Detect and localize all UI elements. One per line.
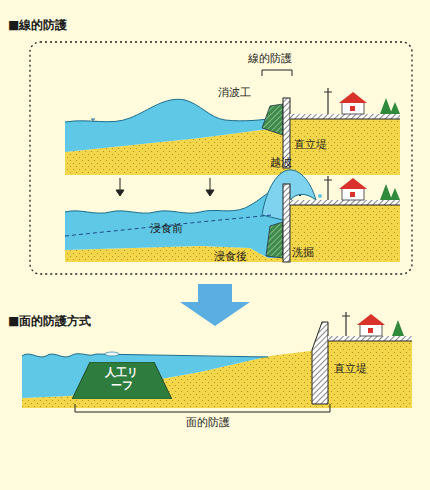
profile-label: 浸食後: [214, 250, 247, 263]
range-label: 面的防護: [186, 416, 230, 429]
part-label: 直立堤: [294, 138, 327, 151]
part-label: 洗掘: [292, 246, 314, 259]
part-label: 消波工: [218, 86, 251, 99]
section-heading: ■面的防護方式: [8, 314, 91, 328]
reef-label: 人工リーフ: [104, 367, 140, 392]
section-heading: ■線的防護: [8, 18, 67, 32]
profile-label: 浸食前: [150, 222, 183, 235]
protection-label: 線的防護: [248, 52, 292, 65]
part-label: 越波: [270, 156, 292, 169]
part-label: 直立堤: [334, 362, 367, 375]
artificial-reef: 人工リーフ: [72, 362, 172, 399]
